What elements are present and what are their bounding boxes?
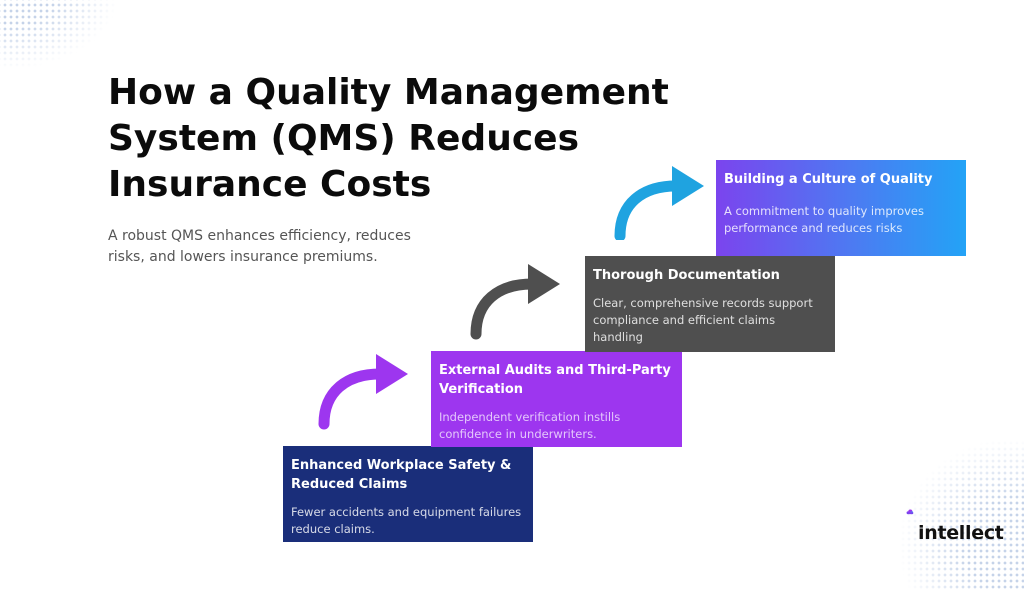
step-description: Fewer accidents and equipment failures r… [291,505,522,536]
step-card-external-audits: External Audits and Third-Party Verifica… [431,351,682,447]
step-heading: Enhanced Workplace Safety & Reduced Clai… [291,458,512,492]
step-heading: External Audits and Third-Party Verifica… [439,363,671,397]
cloud-icon [906,509,914,515]
step-card-culture-of-quality: Building a Culture of Quality A commitme… [716,160,966,256]
step-description: A commitment to quality improves perform… [724,204,924,235]
step-heading: Thorough Documentation [593,268,780,283]
step-heading: Building a Culture of Quality [724,172,933,187]
decorative-dots-top-left [0,0,120,70]
intellect-logo: intellect [918,522,1004,544]
page-title: How a Quality Management System (QMS) Re… [108,72,669,205]
step-card-documentation: Thorough Documentation Clear, comprehens… [585,256,835,352]
page-subtitle: A robust QMS enhances efficiency, reduce… [108,228,411,265]
curved-arrow-icon [614,166,704,240]
step-description: Clear, comprehensive records support com… [593,296,813,344]
curved-arrow-icon [318,354,408,430]
step-description: Independent verification instills confid… [439,410,621,441]
curved-arrow-icon [470,264,560,340]
step-card-workplace-safety: Enhanced Workplace Safety & Reduced Clai… [283,446,533,542]
